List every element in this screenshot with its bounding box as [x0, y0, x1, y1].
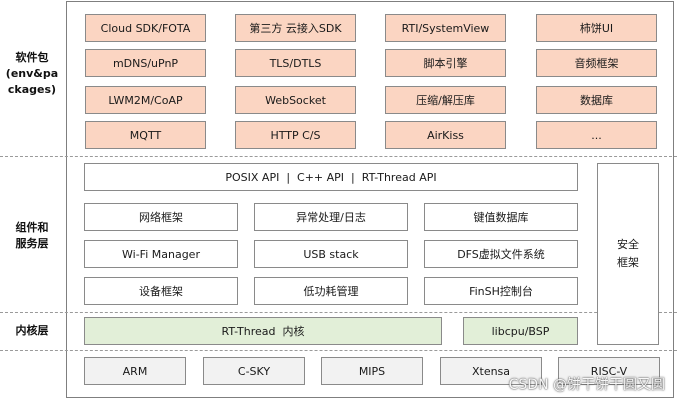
- layer-label-services: 组件和 服务层: [2, 220, 62, 252]
- service-box: 低功耗管理: [254, 277, 408, 305]
- architecture-label: C-SKY: [237, 364, 271, 378]
- package-label: ...: [591, 128, 602, 142]
- layer-label-kernel-text: 内核层: [15, 324, 49, 337]
- package-label: Cloud SDK/FOTA: [100, 21, 191, 35]
- service-label: USB stack: [303, 247, 359, 261]
- service-label: DFS虚拟文件系统: [457, 248, 545, 261]
- package-label: 第三方 云接入SDK: [249, 22, 342, 35]
- kernel-core-text: RT-Thread 内核: [221, 325, 305, 338]
- service-box: USB stack: [254, 240, 408, 268]
- package-label: mDNS/uPnP: [112, 56, 179, 70]
- security-framework: 安全 框架: [597, 163, 659, 345]
- architecture-label: MIPS: [358, 364, 386, 378]
- service-label: 低功耗管理: [303, 285, 359, 298]
- package-box: RTI/SystemView: [385, 14, 506, 42]
- architecture-box: Xtensa: [440, 357, 542, 385]
- service-box: DFS虚拟文件系统: [424, 240, 578, 268]
- package-box: LWM2M/CoAP: [85, 86, 206, 114]
- divider-kernel-arch: [0, 350, 677, 351]
- package-label: HTTP C/S: [270, 128, 321, 142]
- package-label: 压缩/解压库: [416, 94, 475, 107]
- package-box: WebSocket: [235, 86, 356, 114]
- layer-label-packages-text: 软件包 (env&pa ckages): [5, 51, 59, 96]
- watermark: CSDN @饼干饼干圆又圆: [509, 374, 665, 394]
- package-box: 数据库: [536, 86, 657, 114]
- package-box: HTTP C/S: [235, 121, 356, 149]
- service-label: 网络框架: [139, 211, 183, 224]
- package-box: MQTT: [85, 121, 206, 149]
- service-box: 键值数据库: [424, 203, 578, 231]
- package-label: 数据库: [580, 94, 613, 107]
- service-label: Wi-Fi Manager: [122, 247, 200, 261]
- package-label: 脚本引擎: [423, 57, 468, 70]
- package-box: AirKiss: [385, 121, 506, 149]
- architecture-box: MIPS: [321, 357, 423, 385]
- package-label: LWM2M/CoAP: [108, 93, 183, 107]
- divider-services-kernel: [0, 312, 677, 313]
- architecture-box: C-SKY: [203, 357, 305, 385]
- divider-packages-services: [0, 156, 677, 157]
- package-label: AirKiss: [427, 128, 464, 142]
- package-label: WebSocket: [265, 93, 326, 107]
- package-box: 音频框架: [536, 49, 657, 77]
- service-label: 键值数据库: [473, 211, 529, 224]
- package-box: 柿饼UI: [536, 14, 657, 42]
- package-label: TLS/DTLS: [269, 56, 322, 70]
- service-box: 设备框架: [84, 277, 238, 305]
- layer-label-kernel: 内核层: [2, 323, 62, 339]
- architecture-label: RISC-V: [590, 364, 628, 378]
- package-box: mDNS/uPnP: [85, 49, 206, 77]
- service-box: 网络框架: [84, 203, 238, 231]
- package-label: 柿饼UI: [579, 22, 614, 35]
- service-box: FinSH控制台: [424, 277, 578, 305]
- security-framework-text: 安全 框架: [617, 238, 639, 269]
- package-box: ...: [536, 121, 657, 149]
- api-bar: POSIX API | C++ API | RT-Thread API: [84, 163, 578, 191]
- service-label: 设备框架: [139, 285, 183, 298]
- layer-label-services-text: 组件和 服务层: [15, 221, 49, 250]
- architecture-box: RISC-V: [558, 357, 660, 385]
- api-bar-text: POSIX API | C++ API | RT-Thread API: [225, 170, 437, 184]
- kernel-libcpu-text: libcpu/BSP: [491, 324, 550, 338]
- architecture-label: Xtensa: [471, 364, 511, 378]
- package-label: 音频框架: [574, 57, 619, 70]
- package-box: 脚本引擎: [385, 49, 506, 77]
- package-box: TLS/DTLS: [235, 49, 356, 77]
- kernel-core: RT-Thread 内核: [84, 317, 442, 345]
- architecture-label: ARM: [122, 364, 148, 378]
- package-box: 压缩/解压库: [385, 86, 506, 114]
- diagram-frame: [66, 1, 674, 398]
- watermark-text: CSDN @饼干饼干圆又圆: [508, 377, 665, 393]
- service-box: 异常处理/日志: [254, 203, 408, 231]
- package-label: MQTT: [129, 128, 162, 142]
- architecture-box: ARM: [84, 357, 186, 385]
- service-box: Wi-Fi Manager: [84, 240, 238, 268]
- service-label: FinSH控制台: [469, 285, 533, 298]
- package-label: RTI/SystemView: [401, 21, 490, 35]
- kernel-libcpu: libcpu/BSP: [463, 317, 578, 345]
- service-label: 异常处理/日志: [296, 211, 366, 224]
- package-box: 第三方 云接入SDK: [235, 14, 356, 42]
- layer-label-packages: 软件包 (env&pa ckages): [2, 50, 62, 98]
- package-box: Cloud SDK/FOTA: [85, 14, 206, 42]
